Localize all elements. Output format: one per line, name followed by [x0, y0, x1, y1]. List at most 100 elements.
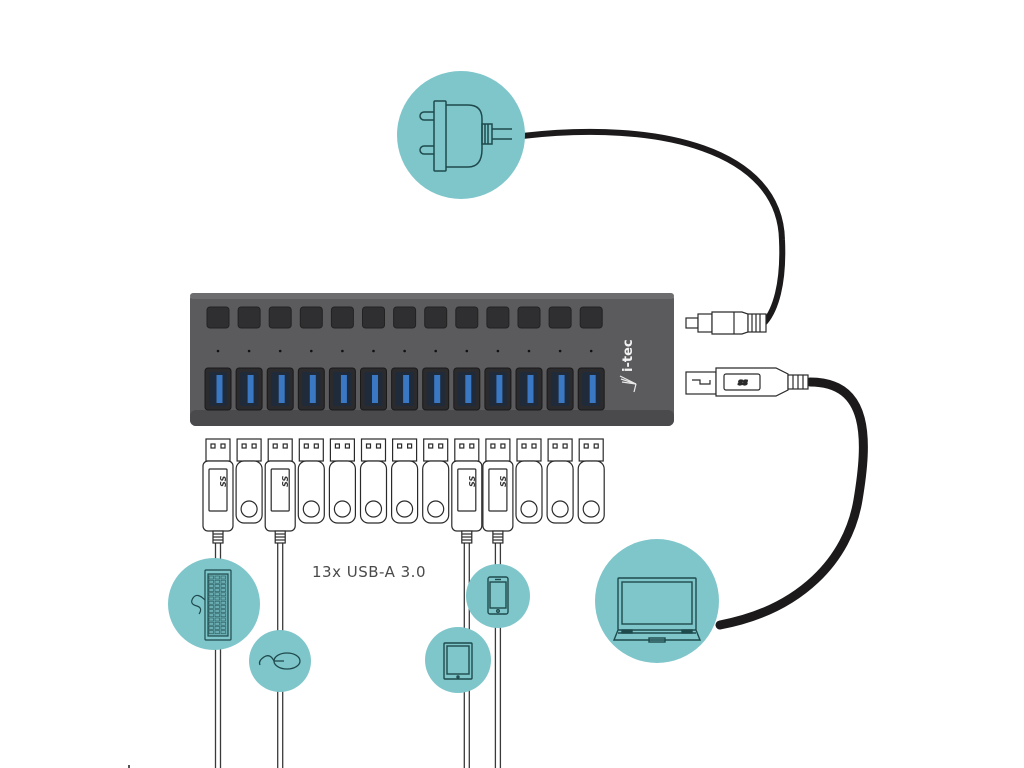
keyboard-key	[208, 626, 214, 630]
usb-flash-drive-icon	[235, 438, 263, 524]
usb-a-port	[577, 367, 605, 411]
usb-a-cable-plug: SS	[202, 438, 234, 544]
keyboard-key	[220, 617, 226, 622]
usb-flash-drive-icon	[422, 438, 450, 524]
port-power-switch[interactable]	[486, 306, 510, 329]
plug-slot	[531, 443, 537, 449]
usb-port-tongue	[558, 375, 565, 403]
keyboard-key	[220, 626, 226, 630]
port-power-switch[interactable]	[548, 306, 572, 329]
usb-a-cable-plug: SS	[451, 438, 483, 544]
usb-a-port	[453, 367, 481, 411]
laptop-node	[595, 539, 719, 663]
port-led-icon	[403, 349, 406, 353]
plug-label-area	[208, 468, 228, 512]
flash-drive-ring	[427, 500, 445, 518]
keyboard-key	[214, 575, 220, 580]
keyboard-key	[214, 600, 220, 605]
usb-a-cable-plug: SS	[264, 438, 296, 544]
plug-metal-head	[267, 438, 293, 462]
plug-slot	[500, 443, 506, 449]
port-power-switch[interactable]	[362, 306, 385, 329]
flash-drive-ring	[240, 500, 258, 518]
port-led-icon	[310, 349, 313, 353]
port-power-switch[interactable]	[517, 306, 541, 329]
plug-slot	[313, 443, 319, 449]
flash-drive-ring	[520, 500, 538, 518]
usb-ss-logo: SS	[738, 379, 748, 387]
plug-metal-head	[329, 438, 355, 462]
usb-port-tongue	[434, 375, 441, 403]
keyboard-key	[220, 605, 226, 609]
usb-flash-drive-icon	[297, 438, 325, 524]
keyboard-key	[214, 617, 220, 622]
usb-ss-logo-icon: SS	[281, 476, 290, 487]
keyboard-key	[220, 575, 226, 580]
plug-metal-head	[236, 438, 262, 462]
plug-slot	[407, 443, 413, 449]
plug-slot	[459, 443, 465, 449]
power-cable	[519, 128, 786, 325]
plug-slot	[251, 443, 257, 449]
plug-slot	[272, 443, 278, 449]
tablet-circle	[425, 627, 491, 693]
port-power-switch[interactable]	[579, 306, 603, 329]
keyboard-key	[208, 579, 214, 584]
laptop-circle	[595, 539, 719, 663]
plug-slot	[282, 443, 288, 449]
keyboard-key	[208, 584, 214, 588]
plug-slot	[552, 443, 558, 449]
usb-port-tongue	[340, 375, 347, 403]
keyboard-key	[220, 621, 226, 626]
keyboard-key	[214, 630, 220, 634]
keyboard-key	[214, 609, 220, 613]
usb-a-port	[235, 367, 263, 411]
port-power-switch[interactable]	[268, 306, 292, 329]
port-led-icon	[247, 349, 251, 353]
keyboard-key	[220, 588, 226, 592]
usb-flash-drive-icon	[328, 438, 356, 524]
usb-a-port	[204, 367, 232, 411]
port-power-switch[interactable]	[237, 306, 261, 329]
keyboard-key	[208, 617, 214, 622]
port-power-switch[interactable]	[424, 306, 448, 329]
plug-label-area	[457, 468, 477, 512]
usb-ss-logo-icon: SS	[219, 476, 228, 487]
power-adapter-circle	[397, 71, 525, 199]
plug-slot	[490, 443, 496, 449]
usb-flash-drive-icon	[359, 438, 388, 524]
keyboard-key	[214, 626, 220, 630]
port-power-switch[interactable]	[455, 306, 479, 329]
port-power-switch[interactable]	[393, 306, 417, 329]
port-power-switch[interactable]	[206, 306, 230, 329]
port-power-switch[interactable]	[330, 306, 354, 329]
keyboard-key	[208, 588, 214, 592]
usb-flash-drive-icon	[546, 438, 574, 524]
port-led-icon	[527, 349, 531, 353]
keyboard-key	[214, 605, 220, 609]
keyboard-node	[168, 558, 260, 650]
flash-drive-ring	[302, 500, 320, 518]
keyboard-key	[220, 579, 226, 584]
port-led-icon	[496, 349, 500, 353]
smartphone-icon	[487, 576, 509, 615]
keyboard-key	[208, 596, 214, 601]
usb-a-port	[297, 367, 325, 411]
port-led-icon	[434, 349, 438, 353]
plug-metal-head	[516, 438, 542, 462]
usb-port-tongue	[403, 375, 410, 403]
port-led-icon	[372, 349, 375, 353]
plug-slot	[397, 443, 403, 449]
keyboard-key	[220, 596, 226, 601]
usb-a-port	[266, 367, 294, 411]
keyboard-key	[208, 600, 214, 605]
plug-label-area	[270, 468, 290, 512]
usb-a-port	[391, 367, 419, 411]
port-led-icon	[216, 349, 220, 353]
port-power-switch[interactable]	[299, 306, 323, 329]
usb-flash-drive-icon	[577, 438, 605, 524]
usb-a-port	[546, 367, 574, 411]
plug-slot	[375, 443, 382, 449]
flash-drive-ring	[582, 500, 600, 518]
